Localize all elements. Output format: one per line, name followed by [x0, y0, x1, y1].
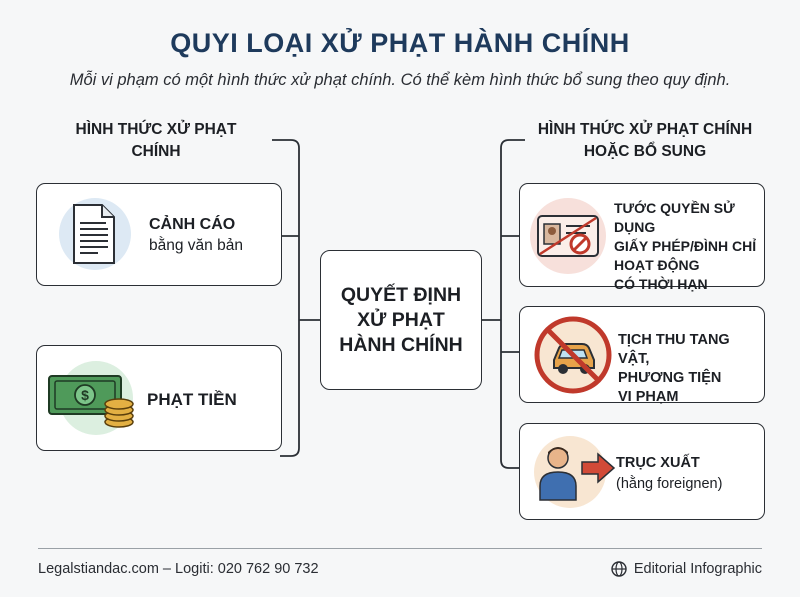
left-header-line-1: HÌNH THỨC XỬ PHẠT	[75, 121, 237, 138]
fine-title: PHẠT TIỀN	[147, 390, 237, 409]
center-line-3: HÀNH CHÍNH	[339, 333, 463, 356]
money-coins-icon: $	[48, 375, 134, 428]
license-line-2: GIẤY PHÉP/ĐÌNH CHỈ	[614, 238, 757, 254]
right-column-header: HÌNH THỨC XỬ PHẠT CHÍNH HOẶC BỔ SUNG	[510, 119, 780, 163]
right-header-line-1: HÌNH THỨC XỬ PHẠT CHÍNH	[537, 121, 753, 138]
person-arrow-icon	[539, 447, 616, 501]
warning-title: CẢNH CÁO	[149, 216, 236, 233]
document-icon	[73, 204, 115, 264]
deportation-subtitle: (hằng foreignen)	[616, 476, 723, 492]
page-subtitle: Mỗi vi phạm có một hình thức xử phạt chí…	[69, 71, 731, 89]
fine-card: $ PHẠT TIỀN	[36, 345, 282, 451]
center-line-2: XỬ PHẠT	[357, 308, 445, 331]
globe-icon	[611, 561, 627, 577]
deportation-title: TRỤC XUẤT	[616, 455, 700, 471]
confiscation-card: TỊCH THU TANG VẬT, PHƯƠNG TIỆN VI PHẠM	[519, 306, 765, 405]
footer-credit: Editorial Infographic	[611, 561, 762, 577]
confiscation-line-3: VI PHẠM	[618, 389, 679, 405]
center-line-1: QUYẾT ĐỊNH	[340, 283, 462, 306]
footer-credit-text: Editorial Infographic	[633, 561, 762, 577]
left-header-line-2: CHÍNH	[131, 143, 181, 160]
warning-card: CẢNH CÁO bằng văn bản	[36, 183, 282, 286]
deportation-card: TRỤC XUẤT (hằng foreignen)	[519, 423, 765, 520]
confiscation-line-2: PHƯƠNG TIỆN	[618, 370, 722, 386]
left-bracket-line	[272, 139, 300, 457]
right-header-line-2: HOẶC BỔ SUNG	[583, 143, 707, 160]
left-column-header: HÌNH THỨC XỬ PHẠT CHÍNH	[40, 119, 272, 163]
footer-source: Legalstiandac.com – Logiti: 020 762 90 7…	[38, 561, 319, 577]
license-line-1: TƯỚC QUYỀN SỬ DỤNG	[614, 200, 735, 235]
svg-text:$: $	[81, 387, 89, 403]
license-line-4: CÓ THỜI HẠN	[614, 276, 708, 292]
center-decision-box: QUYẾT ĐỊNH XỬ PHẠT HÀNH CHÍNH	[320, 250, 482, 390]
page-title: QUYI LOẠI XỬ PHẠT HÀNH CHÍNH	[170, 28, 630, 58]
footer-divider	[38, 548, 762, 549]
no-car-icon	[534, 316, 612, 394]
warning-subtitle: bằng văn bản	[149, 237, 243, 254]
license-line-3: HOẠT ĐỘNG	[614, 257, 700, 273]
license-revocation-card: TƯỚC QUYỀN SỬ DỤNG GIẤY PHÉP/ĐÌNH CHỈ HO…	[519, 183, 765, 292]
right-bracket-line	[500, 139, 525, 469]
revoked-license-icon	[537, 215, 599, 257]
confiscation-line-1: TỊCH THU TANG VẬT,	[618, 332, 730, 367]
